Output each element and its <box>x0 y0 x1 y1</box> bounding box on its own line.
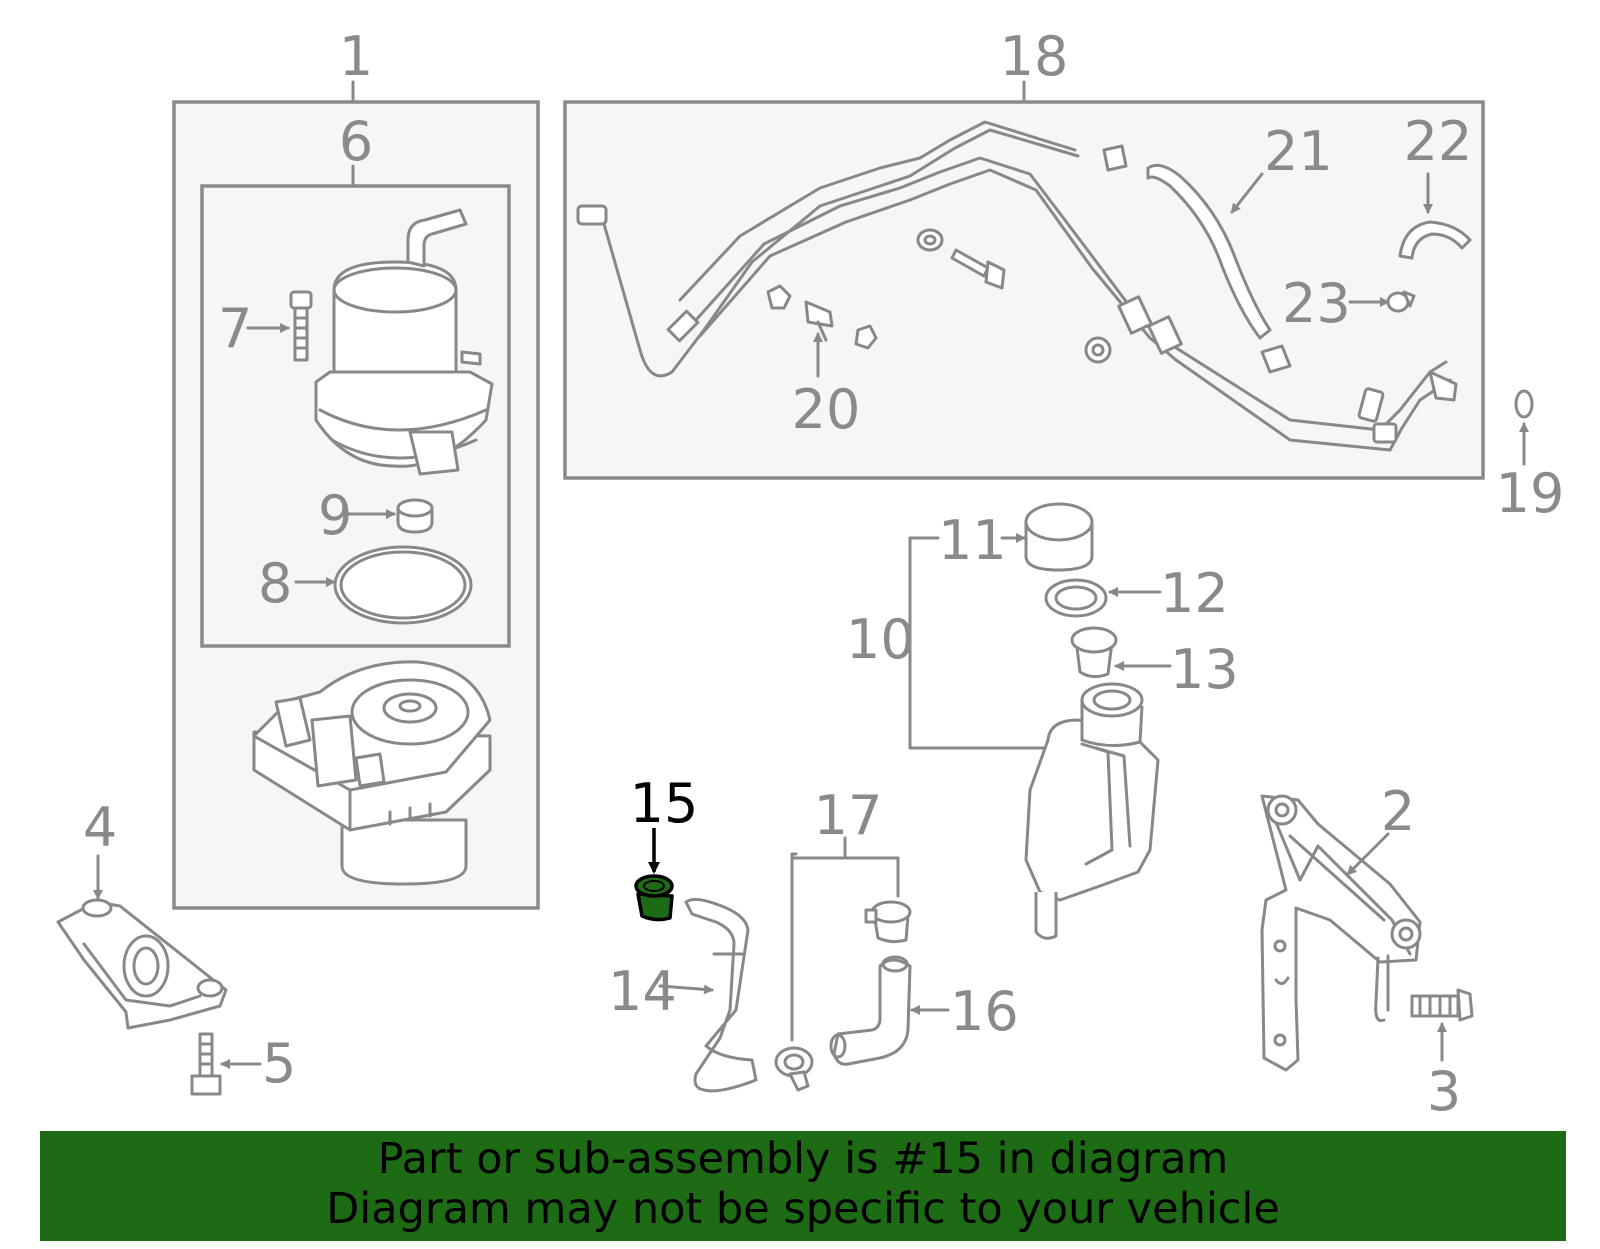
callout-labels: 1 6 7 9 8 4 5 18 21 22 23 20 19 11 12 10… <box>83 25 1565 1123</box>
pump-base <box>252 660 492 886</box>
callout-6: 6 <box>339 110 373 173</box>
callout-10: 10 <box>846 608 915 671</box>
oring-8 <box>333 545 473 625</box>
hose-21 <box>1146 163 1272 340</box>
seal-12 <box>1044 578 1108 618</box>
footer-line-2: Diagram may not be specific to your vehi… <box>326 1184 1280 1234</box>
callout-23: 23 <box>1282 272 1351 335</box>
callout-7: 7 <box>218 297 252 360</box>
callout-21: 21 <box>1264 120 1333 183</box>
callout-2: 2 <box>1381 780 1415 843</box>
callout-4: 4 <box>83 796 117 859</box>
clamp-23 <box>1386 290 1416 313</box>
footer-banner: Part or sub-assembly is #15 in diagram D… <box>40 1131 1566 1241</box>
callout-17: 17 <box>814 784 883 847</box>
box-18-frame <box>563 100 1485 480</box>
callout-9: 9 <box>318 484 352 547</box>
callout-14: 14 <box>608 960 677 1023</box>
oring-19 <box>1514 389 1534 419</box>
cap-11 <box>1024 502 1094 572</box>
callout-1: 1 <box>339 25 373 88</box>
callout-19: 19 <box>1496 462 1565 525</box>
seal-9 <box>396 498 434 534</box>
callout-3: 3 <box>1427 1060 1461 1123</box>
callout-5: 5 <box>262 1032 296 1095</box>
strainer-13 <box>1070 626 1118 679</box>
pump-assembly-group <box>172 80 540 910</box>
callout-18: 18 <box>1000 25 1069 88</box>
callout-16: 16 <box>950 980 1019 1043</box>
mount-4 <box>56 898 228 1030</box>
callout-8: 8 <box>258 552 292 615</box>
bolt-7 <box>289 290 313 362</box>
hose-22 <box>1398 220 1472 260</box>
callout-13: 13 <box>1170 638 1239 701</box>
bolt-3 <box>1410 988 1474 1022</box>
footer-line-1: Part or sub-assembly is #15 in diagram <box>377 1134 1229 1184</box>
callout-20: 20 <box>792 378 861 441</box>
reservoir-10 <box>908 502 1160 940</box>
bracket-2 <box>1260 794 1422 1072</box>
callout-15: 15 <box>630 772 699 835</box>
callout-22: 22 <box>1404 110 1473 173</box>
motor-unit <box>314 208 494 476</box>
bolt-5 <box>190 1032 222 1096</box>
hose-14 <box>684 897 758 1093</box>
callout-12: 12 <box>1160 562 1229 625</box>
hose-16 <box>829 955 912 1066</box>
clamp-15-highlight <box>634 874 674 922</box>
leader-arrows <box>93 172 1529 1069</box>
fitting-20 <box>766 284 878 350</box>
clamps-17 <box>774 900 912 1092</box>
lines-group <box>563 80 1485 480</box>
callout-11: 11 <box>938 509 1007 572</box>
